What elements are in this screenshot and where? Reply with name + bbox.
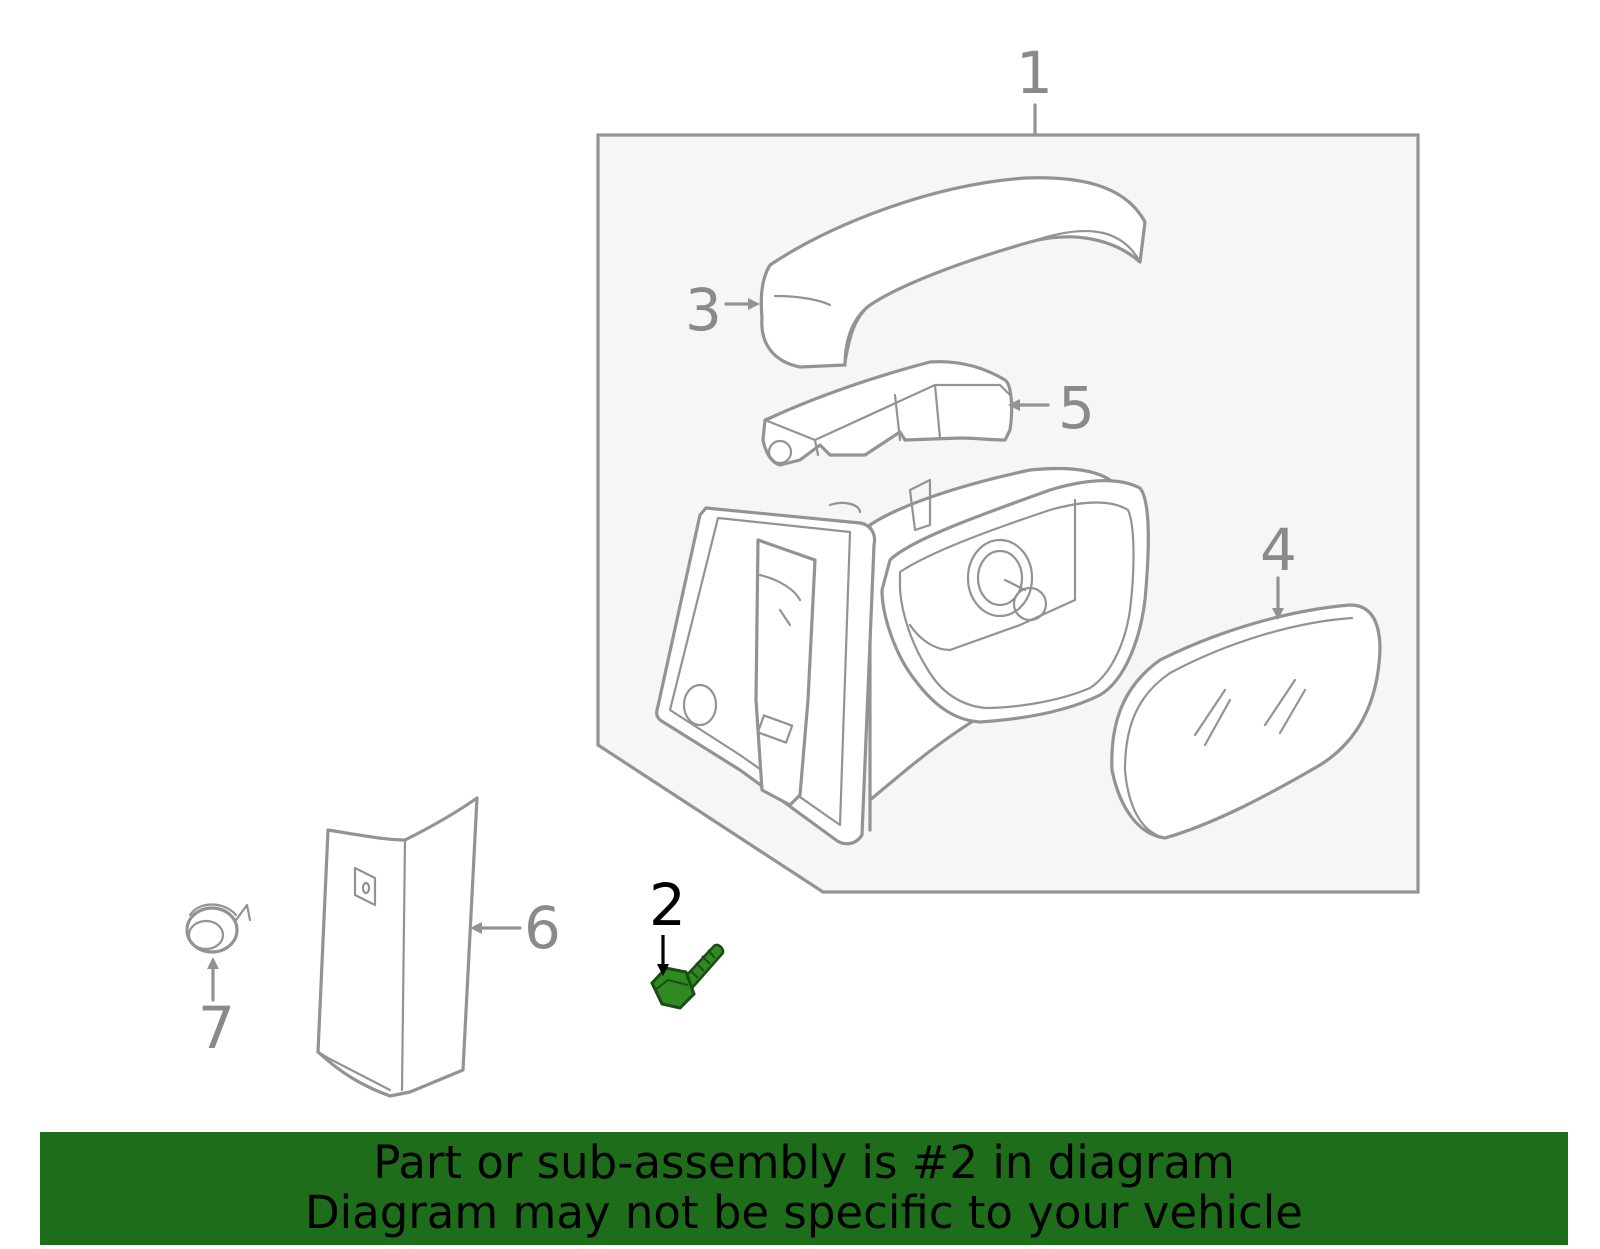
callout-4: 4 [1260, 516, 1297, 584]
mirror-glass-part [1110, 603, 1382, 840]
trim-cover-part [316, 796, 479, 1098]
callout-1: 1 [1016, 39, 1053, 107]
callout-7: 7 [198, 994, 235, 1062]
mirror-cap-part [759, 176, 1147, 369]
callout-6: 6 [524, 894, 561, 962]
banner-line-2: Diagram may not be specific to your vehi… [305, 1186, 1303, 1239]
clip-part [185, 903, 252, 954]
callout-2: 2 [649, 871, 686, 939]
callout-5: 5 [1058, 374, 1095, 442]
mirror-housing-part [655, 466, 1150, 846]
info-banner: Part or sub-assembly is #2 in diagram Di… [40, 1132, 1568, 1245]
leader-lines [207, 298, 1284, 1002]
callout-3: 3 [685, 276, 722, 344]
banner-line-1: Part or sub-assembly is #2 in diagram [373, 1136, 1235, 1189]
bracket-part [761, 360, 1014, 467]
